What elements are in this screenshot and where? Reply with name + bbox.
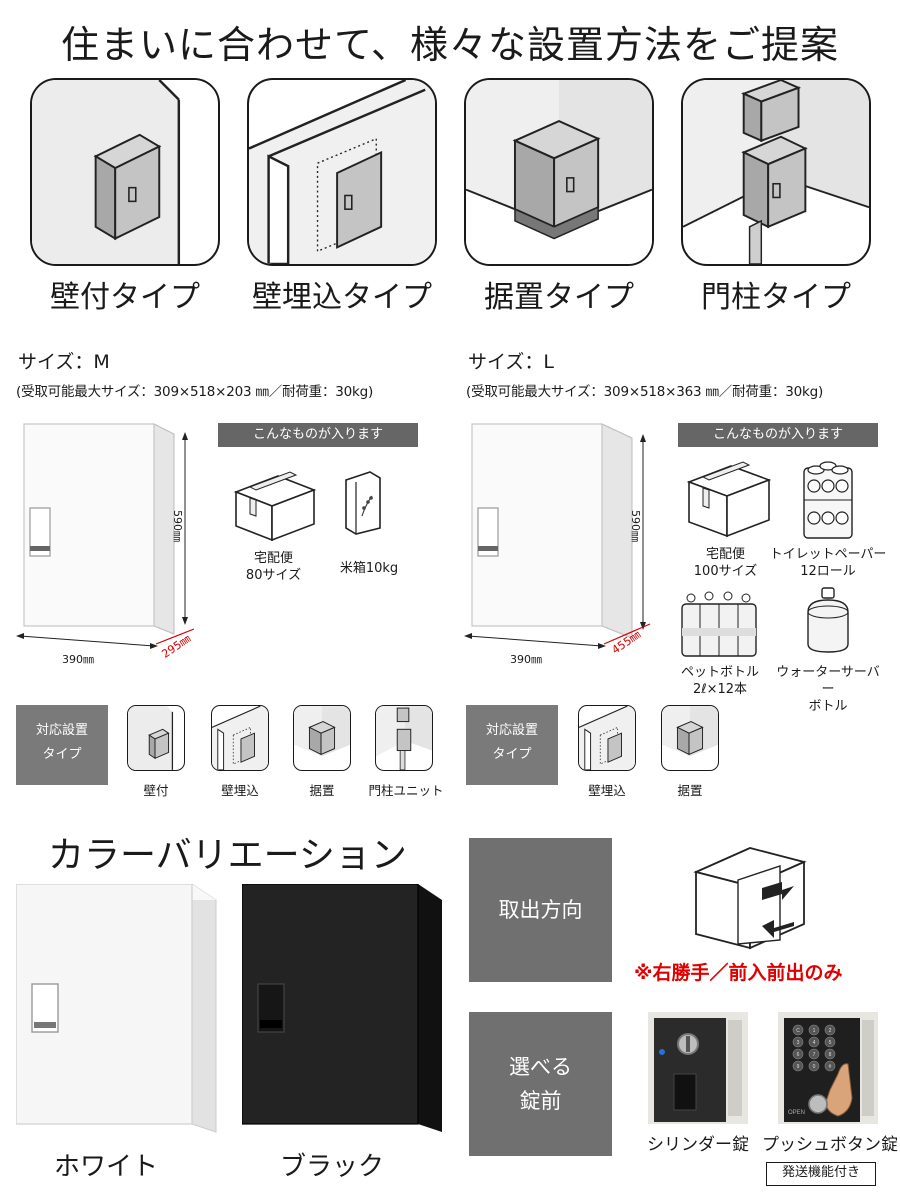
keypad-key-label: 8 bbox=[829, 1052, 832, 1058]
gate-post-box-icon bbox=[376, 706, 432, 770]
install-type-card-floor bbox=[464, 78, 654, 266]
parcel-box-icon bbox=[233, 471, 317, 542]
install-type-label: 壁埋込タイプ bbox=[252, 280, 432, 315]
keypad-key bbox=[824, 1060, 836, 1072]
keypad-key bbox=[824, 1048, 836, 1060]
color-black-label: ブラック bbox=[279, 1152, 384, 1182]
size-m-title: サイズ：M bbox=[18, 351, 110, 373]
size-l-title: サイズ：L bbox=[468, 351, 555, 373]
install-option-label: 門柱ユニット bbox=[368, 783, 444, 798]
keypad-key bbox=[808, 1060, 820, 1072]
keypad-key bbox=[808, 1036, 820, 1048]
direction-block: 取出方向 bbox=[469, 838, 612, 982]
install-type-card-gatepost bbox=[681, 78, 871, 266]
install-option-label: 壁埋込 bbox=[221, 783, 259, 798]
size-l-width-label: 390㎜ bbox=[510, 653, 542, 666]
wall-embedded-box-icon bbox=[579, 706, 635, 770]
gate-post-box-icon bbox=[683, 80, 869, 264]
keypad-key bbox=[808, 1048, 820, 1060]
keypad-key-label: 0 bbox=[813, 1064, 816, 1070]
size-m-spec: (受取可能最大サイズ：309×518×203 ㎜／耐荷重：30kg) bbox=[16, 384, 374, 400]
wall-embedded-box-icon bbox=[212, 706, 268, 770]
keypad-key-label: 2 bbox=[829, 1028, 832, 1034]
wall-mounted-box-icon bbox=[32, 80, 218, 264]
wall-embedded-box-icon bbox=[249, 80, 435, 264]
keypad-key bbox=[792, 1024, 804, 1036]
mini-card-embedded bbox=[578, 705, 636, 771]
install-option-label: 据置 bbox=[677, 783, 703, 798]
mini-card-wall bbox=[127, 705, 185, 771]
push-button-lock-label: プッシュボタン錠 bbox=[762, 1135, 898, 1155]
keypad-caption: OPEN bbox=[788, 1110, 805, 1116]
keypad-key-label: 7 bbox=[813, 1052, 816, 1058]
delivery-function-badge: 発送機能付き bbox=[766, 1162, 876, 1186]
mini-card-floor bbox=[661, 705, 719, 771]
floor-standing-box-icon bbox=[294, 706, 350, 757]
keypad-key bbox=[808, 1024, 820, 1036]
size-m-items-banner: こんなものが入ります bbox=[218, 423, 418, 447]
keypad-key-label: 4 bbox=[813, 1040, 816, 1046]
size-l-items-banner: こんなものが入ります bbox=[678, 423, 878, 447]
size-l-spec: (受取可能最大サイズ：309×518×363 ㎜／耐荷重：30kg) bbox=[466, 384, 824, 400]
keypad-key-label: 6 bbox=[797, 1052, 800, 1058]
pet-bottles-icon bbox=[681, 591, 757, 657]
keypad-key bbox=[792, 1048, 804, 1060]
size-m-item-label: 宅配便 80サイズ bbox=[245, 551, 302, 583]
color-white-label: ホワイト bbox=[53, 1152, 158, 1182]
size-m-height-label: 590㎜ bbox=[171, 510, 184, 542]
cylinder-lock-icon bbox=[648, 1012, 748, 1124]
keypad-key-label: 5 bbox=[829, 1040, 832, 1046]
keypad-key bbox=[792, 1060, 804, 1072]
page-title: 住まいに合わせて、様々な設置方法をご提案 bbox=[60, 23, 840, 67]
keypad-key bbox=[824, 1036, 836, 1048]
size-m-box-diagram bbox=[16, 423, 195, 649]
white-locker-image bbox=[16, 884, 217, 1133]
toilet-paper-icon bbox=[803, 461, 853, 539]
keypad-key-label: 3 bbox=[797, 1040, 800, 1046]
cylinder-lock-label: シリンダー錠 bbox=[647, 1135, 749, 1155]
color-section-title: カラーバリエーション bbox=[48, 835, 407, 876]
size-l-box-diagram bbox=[464, 423, 651, 649]
install-option-label: 据置 bbox=[309, 783, 335, 798]
keypad-key-label: 1 bbox=[813, 1028, 816, 1034]
mini-card-embedded bbox=[211, 705, 269, 771]
floor-standing-box-icon bbox=[466, 80, 652, 264]
install-type-label: 壁付タイプ bbox=[50, 280, 200, 315]
push-button-lock-icon: C 1 2 3 4 5 6 7 8 9 0 # OPEN bbox=[778, 1012, 878, 1124]
size-l-item-label: ペットボトル 2ℓ×12本 bbox=[680, 665, 759, 697]
keypad-key-label: 9 bbox=[797, 1064, 800, 1070]
install-type-label: 門柱タイプ bbox=[701, 280, 851, 315]
size-l-item-label: ウォーターサーバー ボトル bbox=[776, 665, 880, 714]
keypad-key bbox=[792, 1036, 804, 1048]
locks-block: 選べる 錠前 bbox=[469, 1012, 612, 1156]
wall-mounted-box-icon bbox=[128, 706, 174, 770]
keypad-key-label: # bbox=[829, 1064, 832, 1070]
direction-note: ※右勝手／前入前出のみ bbox=[634, 962, 843, 984]
keypad-key-label: C bbox=[796, 1028, 800, 1034]
black-locker-image bbox=[242, 884, 442, 1132]
size-l-install-tag: 対応設置 タイプ bbox=[466, 705, 558, 785]
size-m-width-label: 390㎜ bbox=[62, 653, 94, 666]
install-option-label: 壁埋込 bbox=[588, 783, 626, 798]
water-server-bottle-icon bbox=[807, 587, 849, 653]
door-direction-icon bbox=[693, 847, 807, 950]
keypad-key bbox=[824, 1024, 836, 1036]
install-type-label: 据置タイプ bbox=[484, 280, 634, 315]
install-option-label: 壁付 bbox=[143, 783, 169, 798]
rice-bag-icon bbox=[345, 471, 381, 535]
mini-card-floor bbox=[293, 705, 351, 771]
size-m-install-tag: 対応設置 タイプ bbox=[16, 705, 108, 785]
floor-standing-box-icon bbox=[662, 706, 718, 757]
parcel-box-icon bbox=[686, 461, 772, 538]
size-l-item-label: トイレットペーパー 12ロール bbox=[769, 547, 887, 579]
install-type-card-embedded bbox=[247, 78, 437, 266]
size-l-item-label: 宅配便 100サイズ bbox=[693, 547, 758, 579]
size-l-height-label: 590㎜ bbox=[629, 510, 642, 542]
size-m-item-label: 米箱10kg bbox=[339, 561, 399, 576]
install-type-card-wall bbox=[30, 78, 220, 266]
mini-card-gatepost bbox=[375, 705, 433, 771]
